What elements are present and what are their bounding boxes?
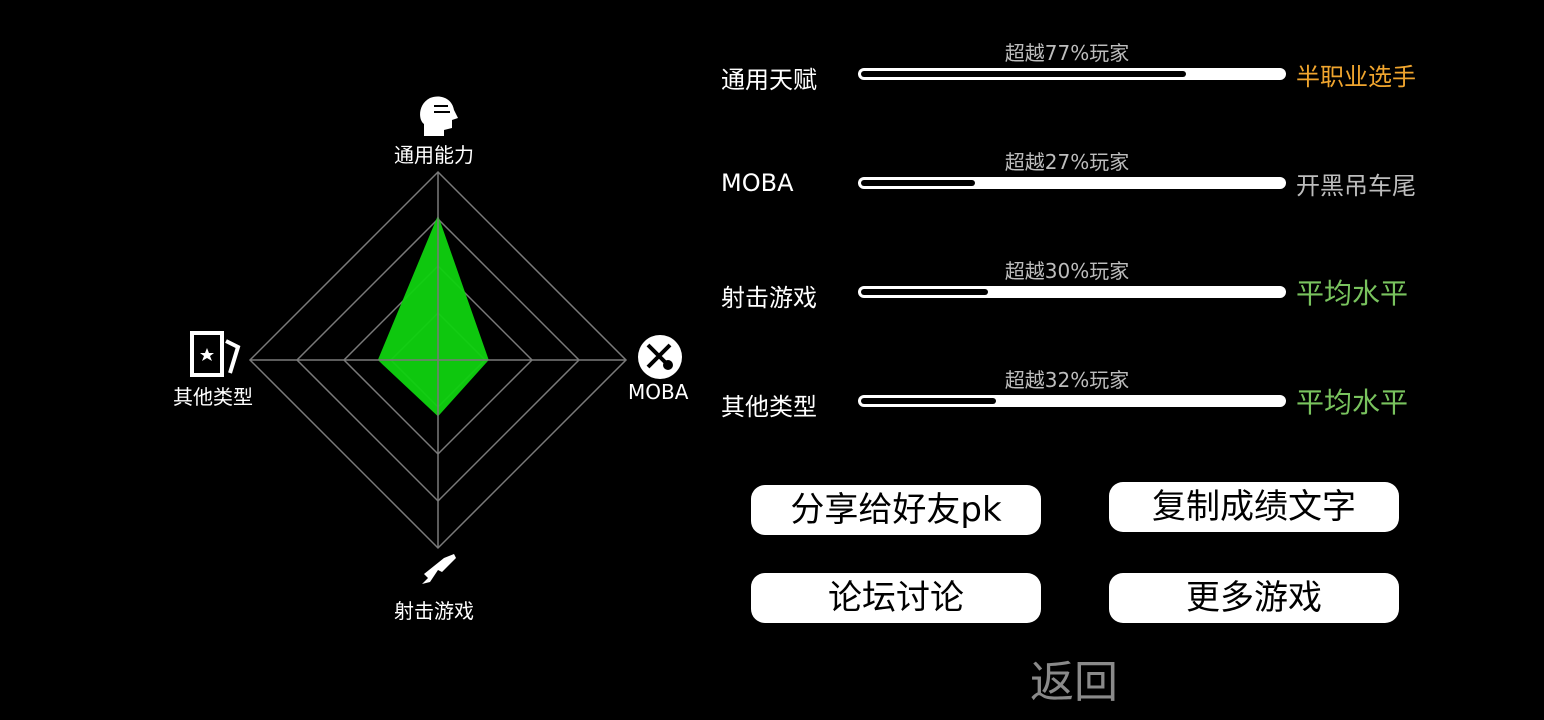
back-button[interactable]: 返回: [1030, 657, 1118, 708]
radar-value-area: [377, 215, 489, 417]
card-star-icon: [190, 331, 241, 377]
share-pk-button[interactable]: 分享给好友pk: [751, 485, 1041, 535]
progress-bar: [858, 68, 1286, 80]
stat-percent: 超越30%玩家: [1004, 259, 1130, 283]
stat-percent: 超越77%玩家: [1004, 41, 1130, 65]
stat-row-moba: 超越27%玩家 MOBA 开黑吊车尾: [0, 0, 1544, 200]
progress-fill: [861, 398, 997, 404]
stat-percent: 超越27%玩家: [1004, 150, 1130, 174]
radar-label-shooter: 射击游戏: [394, 599, 474, 623]
stat-name: 通用天赋: [721, 66, 817, 94]
progress-bar: [858, 286, 1286, 298]
stat-row-shooter: 超越30%玩家 射击游戏 平均水平: [0, 0, 1544, 312]
gun-icon: [422, 554, 456, 584]
stat-row-other: 超越32%玩家 其他类型 平均水平: [0, 0, 1544, 421]
progress-fill: [861, 289, 988, 295]
ability-radar-chart: [190, 96, 682, 584]
progress-bar: [858, 177, 1286, 189]
radar-axes: [250, 172, 626, 548]
stat-name: MOBA: [721, 169, 794, 197]
stat-name: 其他类型: [721, 393, 817, 421]
stat-percent: 超越32%玩家: [1004, 368, 1130, 392]
radar-label-general: 通用能力: [394, 143, 474, 167]
progress-bar: [858, 395, 1286, 407]
stat-rank: 开黑吊车尾: [1296, 172, 1416, 200]
stat-name: 射击游戏: [721, 284, 817, 312]
crossed-swords-icon: [638, 335, 682, 379]
radar-label-other: 其他类型: [173, 385, 253, 409]
stat-rank: 平均水平: [1296, 277, 1409, 310]
forum-button[interactable]: 论坛讨论: [751, 573, 1041, 623]
progress-fill: [861, 180, 975, 186]
head-profile-icon: [420, 96, 458, 136]
radar-label-moba: MOBA: [628, 380, 689, 404]
copy-result-button[interactable]: 复制成绩文字: [1109, 482, 1399, 532]
stat-rank: 平均水平: [1296, 386, 1409, 419]
progress-fill: [861, 71, 1186, 77]
stat-row-general: 超越77%玩家 通用天赋 半职业选手: [0, 0, 1544, 94]
stat-rank: 半职业选手: [1296, 63, 1416, 91]
more-games-button[interactable]: 更多游戏: [1109, 573, 1399, 623]
